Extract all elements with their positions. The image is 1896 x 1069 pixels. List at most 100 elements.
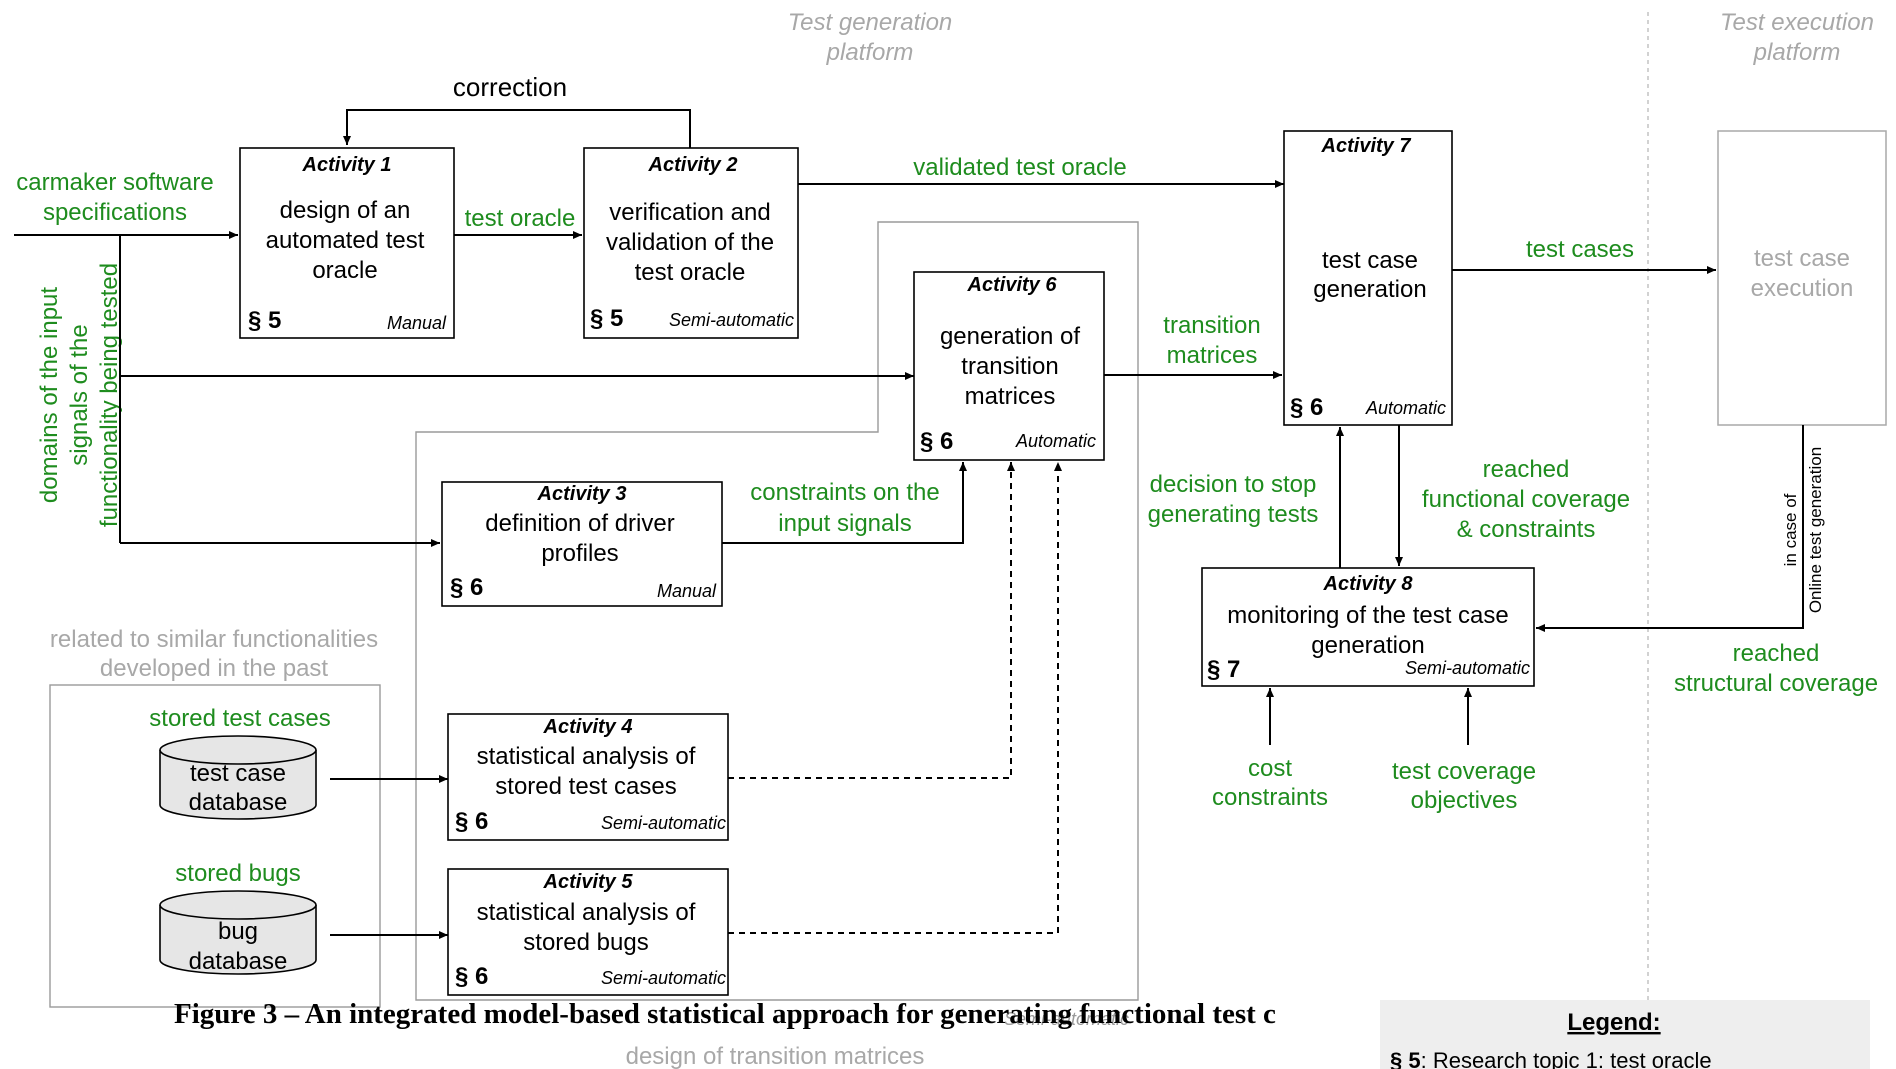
svg-text:Activity 7: Activity 7 (1321, 135, 1412, 157)
activity-8-box: Activity 8 monitoring of the test case g… (1201, 567, 1535, 687)
related-functionalities-label: related to similar functionalities devel… (50, 626, 378, 682)
bug-database: bug database (159, 890, 317, 975)
test-cases-label: test cases (1526, 236, 1634, 263)
svg-text:Semi-automatic: Semi-automatic (601, 813, 726, 833)
carmaker-specs-label: carmaker software specifications (16, 169, 213, 226)
svg-text:§ 6: § 6 (920, 428, 953, 455)
coverage-objectives-label: test coverage objectives (1392, 758, 1536, 814)
test-case-database: test case database (159, 735, 317, 820)
svg-text:monitoring of the test case: monitoring of the test case (1227, 602, 1508, 629)
activity-1-box: Activity 1 design of an automated test o… (239, 147, 455, 339)
execution-platform-header: Test execution platform (1720, 9, 1874, 66)
svg-text:Activity 6: Activity 6 (967, 274, 1058, 296)
generation-platform-header: Test generation platform (788, 9, 953, 66)
svg-text:§ 6: § 6 (455, 808, 488, 835)
svg-text:platform: platform (1753, 39, 1841, 66)
svg-text:domains of the input: domains of the input (36, 287, 63, 503)
svg-text:signals of the: signals of the (66, 324, 93, 465)
svg-text:design of an: design of an (280, 197, 411, 224)
svg-text:Automatic: Automatic (1365, 398, 1446, 418)
svg-text:test case: test case (190, 760, 286, 787)
svg-text:Automatic: Automatic (1015, 431, 1096, 451)
svg-text:Activity 8: Activity 8 (1323, 573, 1414, 595)
online-generation-arrow (1536, 425, 1804, 632)
decision-stop-label: decision to stop generating tests (1148, 471, 1319, 528)
svg-text:decision to stop: decision to stop (1150, 471, 1317, 498)
transition-matrices-group (415, 221, 1139, 1001)
svg-text:Legend:: Legend: (1567, 1009, 1660, 1036)
svg-text:Semi-automatic: Semi-automatic (669, 310, 794, 330)
svg-text:§ 5: Research topic 1: test or: § 5: Research topic 1: test oracle (1390, 1048, 1712, 1069)
svg-text:oracle: oracle (312, 257, 377, 284)
online-generation-label: in case of Online test generation (1781, 447, 1825, 613)
svg-text:matrices: matrices (965, 383, 1056, 410)
svg-text:transition: transition (1163, 312, 1260, 339)
svg-text:specifications: specifications (43, 199, 187, 226)
svg-text:database: database (189, 789, 288, 816)
svg-text:Activity 4: Activity 4 (543, 716, 633, 738)
svg-text:generation: generation (1313, 276, 1426, 303)
svg-text:transition: transition (961, 353, 1058, 380)
svg-text:related to similar functionali: related to similar functionalities (50, 626, 378, 653)
svg-text:Activity 1: Activity 1 (302, 154, 392, 176)
activity-2-box: Activity 2 verification and validation o… (583, 147, 799, 339)
svg-text:statistical analysis of: statistical analysis of (477, 899, 696, 926)
svg-text:Activity 5: Activity 5 (543, 871, 634, 893)
overlap-text: Semi-automatic (1004, 1009, 1129, 1029)
figure-caption: Figure 3 – An integrated model-based sta… (174, 998, 1276, 1030)
svg-text:reached: reached (1733, 640, 1820, 667)
svg-text:generation of: generation of (940, 323, 1080, 350)
svg-text:constraints: constraints (1212, 784, 1328, 811)
svg-text:automated test: automated test (266, 227, 425, 254)
activity-7-box: Activity 7 test case generation § 6 Auto… (1283, 130, 1453, 426)
stored-test-cases-label: stored test cases (149, 705, 330, 732)
svg-text:§ 5: § 5 (248, 307, 281, 334)
svg-text:validation of the: validation of the (606, 229, 774, 256)
test-oracle-label: test oracle (465, 205, 576, 232)
svg-text:definition of driver: definition of driver (485, 510, 674, 537)
constraints-arrow (722, 462, 967, 544)
svg-text:test case: test case (1322, 247, 1418, 274)
svg-text:bug: bug (218, 918, 258, 945)
svg-text:§ 6: § 6 (450, 574, 483, 601)
correction-arrow (343, 109, 691, 148)
reached-functional-label: reached functional coverage & constraint… (1422, 456, 1630, 543)
svg-text:§ 5: § 5 (590, 305, 623, 332)
svg-text:Semi-automatic: Semi-automatic (1405, 658, 1530, 678)
svg-text:matrices: matrices (1167, 342, 1258, 369)
svg-text:Semi-automatic: Semi-automatic (601, 968, 726, 988)
svg-text:Test generation: Test generation (788, 9, 953, 36)
svg-text:generating tests: generating tests (1148, 501, 1319, 528)
activity5-dashed-arrow (728, 462, 1062, 934)
cost-constraints-label: cost constraints (1212, 755, 1328, 811)
stored-bugs-label: stored bugs (175, 860, 300, 887)
activity-4-box: Activity 4 statistical analysis of store… (447, 713, 729, 841)
svg-text:input signals: input signals (778, 510, 911, 537)
transition-matrices-label: transition matrices (1163, 312, 1260, 369)
svg-text:test case: test case (1754, 245, 1850, 272)
activity-3-box: Activity 3 definition of driver profiles… (441, 481, 723, 607)
legend-box: Legend: § 5: Research topic 1: test orac… (1380, 1000, 1870, 1069)
activity-6-box: Activity 6 generation of transition matr… (913, 271, 1105, 461)
svg-text:platform: platform (826, 39, 914, 66)
svg-text:database: database (189, 948, 288, 975)
svg-text:verification and: verification and (609, 199, 770, 226)
svg-text:constraints on the: constraints on the (750, 479, 939, 506)
svg-text:§ 6: § 6 (1290, 394, 1323, 421)
reached-structural-label: reached structural coverage (1674, 640, 1878, 697)
svg-text:in case of: in case of (1781, 493, 1800, 566)
svg-text:developed in the past: developed in the past (100, 655, 329, 682)
svg-text:functional coverage: functional coverage (1422, 486, 1630, 513)
design-transition-label: design of transition matrices (626, 1043, 925, 1069)
svg-text:carmaker software: carmaker software (16, 169, 213, 196)
svg-text:§ 7: § 7 (1207, 656, 1240, 683)
constraints-label: constraints on the input signals (750, 479, 939, 537)
svg-text:Test execution: Test execution (1720, 9, 1874, 36)
domains-label: domains of the input signals of the func… (36, 263, 123, 527)
svg-text:profiles: profiles (541, 540, 618, 567)
svg-text:& constraints: & constraints (1457, 516, 1596, 543)
svg-text:Manual: Manual (657, 581, 717, 601)
svg-text:stored test cases: stored test cases (495, 773, 676, 800)
activity-5-box: Activity 5 statistical analysis of store… (447, 868, 729, 996)
